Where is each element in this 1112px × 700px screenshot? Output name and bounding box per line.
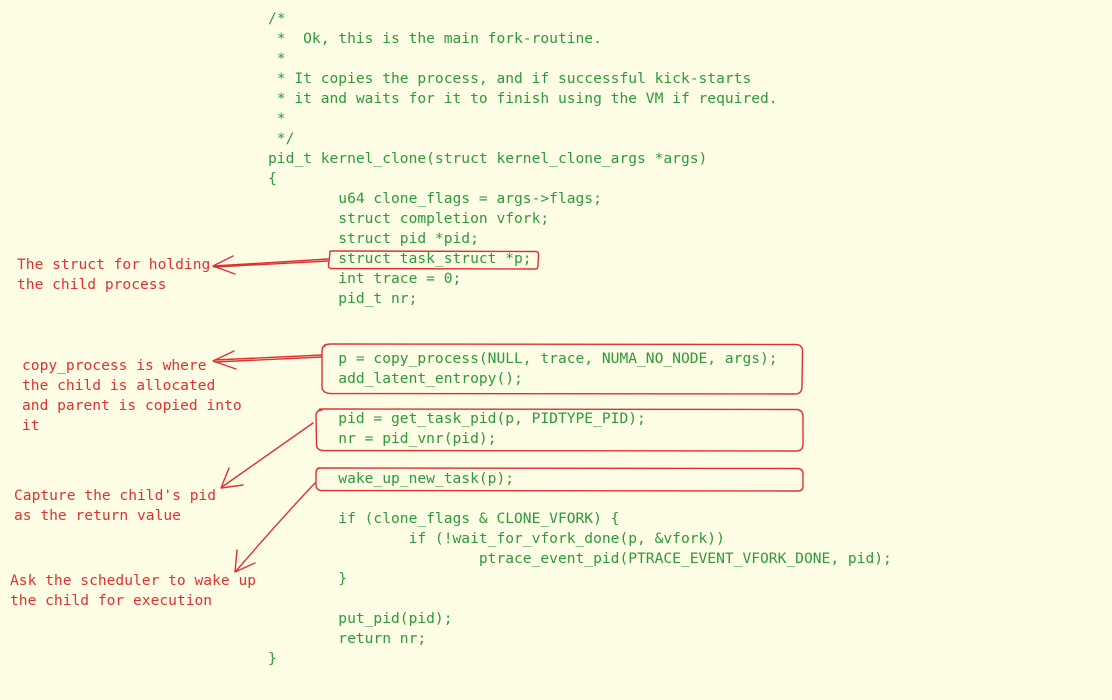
task-struct-note: The struct for holding the child process [17,256,211,293]
code-line: * It copies the process, and if successf… [268,70,752,87]
code-line: if (clone_flags & CLONE_VFORK) { [268,510,620,527]
code-line: } [268,570,348,587]
code-line: if (!wait_for_vfork_done(p, &vfork)) [268,530,725,547]
code-line: struct task_struct *p; [268,250,532,267]
code-line: * Ok, this is the main fork-routine. [268,30,602,47]
code-line: * [268,50,286,67]
code-line: p = copy_process(NULL, trace, NUMA_NO_NO… [268,350,778,367]
code-line: * it and waits for it to finish using th… [268,90,778,107]
pid-note: Capture the child's pid as the return va… [14,487,217,524]
pid-arrowhead [220,467,244,489]
code-line: { [268,170,277,187]
code-line: struct pid *pid; [268,230,479,247]
code-line: /* [268,10,286,27]
copy-process-note: copy_process is where the child is alloc… [22,357,242,434]
code-line: pid = get_task_pid(p, PIDTYPE_PID); [268,410,646,427]
code-line: */ [268,130,295,147]
code-line: struct completion vfork; [268,210,550,227]
code-line: ptrace_event_pid(PTRACE_EVENT_VFORK_DONE… [268,550,892,567]
code-line: nr = pid_vnr(pid); [268,430,497,447]
code-line: int trace = 0; [268,270,462,287]
wake-up-note: Ask the scheduler to wake up the child f… [10,572,257,609]
code-line: return nr; [268,630,427,647]
code-line: u64 clone_flags = args->flags; [268,190,602,207]
code-line: } [268,650,277,667]
code-line: * [268,110,286,127]
code-line: put_pid(pid); [268,610,453,627]
code-line: add_latent_entropy(); [268,370,523,387]
code-line: pid_t nr; [268,290,418,307]
wake-up-arrowhead [234,549,256,573]
task-struct-arrowhead [212,255,236,275]
code-line: pid_t kernel_clone(struct kernel_clone_a… [268,150,708,167]
code-line: wake_up_new_task(p); [268,470,515,487]
